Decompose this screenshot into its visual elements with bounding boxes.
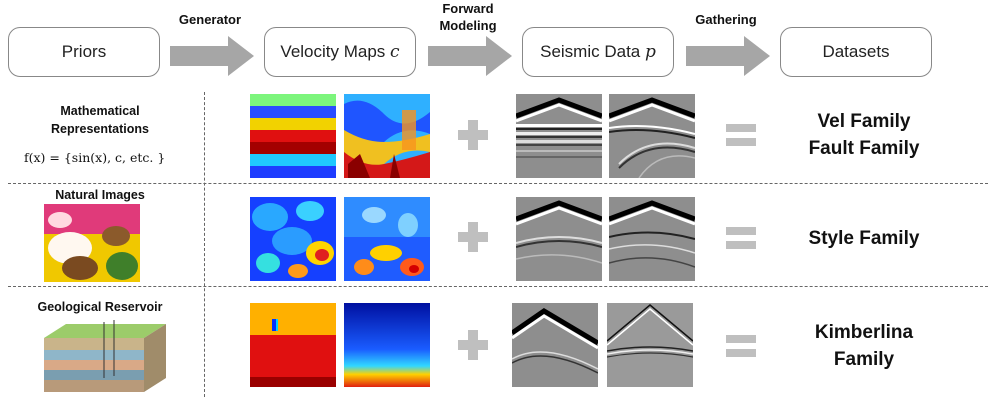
plus-icon: [458, 222, 488, 252]
stage-datasets: Datasets: [780, 27, 932, 77]
row-title-mathematical: Mathematical Representations: [51, 104, 149, 136]
row-title-natural-images: Natural Images: [55, 188, 145, 202]
stage-seismic-var: p: [644, 42, 656, 62]
row-separator-1: [8, 183, 988, 184]
row-title-geological: Geological Reservoir: [37, 300, 163, 314]
seismic-gather-style-2: [609, 197, 695, 281]
row-separator-2: [8, 286, 988, 287]
arrow-gathering: [686, 36, 770, 76]
arrow-label-gathering: Gathering: [695, 12, 757, 27]
stage-seismic-label: Seismic Data: [540, 42, 641, 61]
velocity-map-kimberlina-2: [344, 303, 430, 387]
seismic-gather-kimberlina-2: [607, 303, 693, 387]
seismic-gather-kimberlina-1: [512, 303, 598, 387]
arrow-forward-modeling: [428, 36, 512, 76]
geological-reservoir-illustration: [44, 320, 166, 392]
velocity-map-layered: [250, 94, 336, 178]
arrow-label-forward-modeling: Forward Modeling: [416, 0, 520, 34]
plus-icon: [458, 330, 488, 360]
family-style: Style Family: [808, 228, 920, 249]
family-kimberlina: Kimberlina Family: [814, 322, 914, 370]
seismic-gather-style-1: [516, 197, 602, 281]
equals-icon: [726, 124, 756, 146]
stage-seismic-data: Seismic Data p: [522, 27, 674, 77]
velocity-map-fault: [344, 94, 430, 178]
stage-priors: Priors: [8, 27, 160, 77]
vertical-separator: [204, 92, 205, 397]
natural-image-bento: [44, 204, 140, 282]
velocity-map-kimberlina-1: [250, 303, 336, 387]
stage-velocity-var: c: [390, 42, 400, 62]
seismic-gather-fault: [609, 94, 695, 178]
stage-priors-label: Priors: [61, 42, 107, 61]
stage-datasets-label: Datasets: [822, 42, 890, 61]
velocity-map-style-1: [250, 197, 336, 281]
stage-velocity-maps: Velocity Maps c: [264, 27, 416, 77]
seismic-gather-layered: [516, 94, 602, 178]
arrow-generator: [170, 36, 254, 76]
equals-icon: [726, 227, 756, 249]
velocity-map-style-2: [344, 197, 430, 281]
equals-icon: [726, 335, 756, 357]
plus-icon: [458, 120, 488, 150]
stage-velocity-label: Velocity Maps: [280, 42, 386, 61]
arrow-label-generator: Generator: [178, 12, 242, 27]
arrow-label-forward: Forward: [442, 1, 494, 16]
family-vel-fault: Vel Family Fault Family: [808, 111, 920, 159]
arrow-label-modeling: Modeling: [439, 18, 497, 33]
formula-text: f(x) = {sin(x), c, etc. }: [24, 150, 166, 165]
